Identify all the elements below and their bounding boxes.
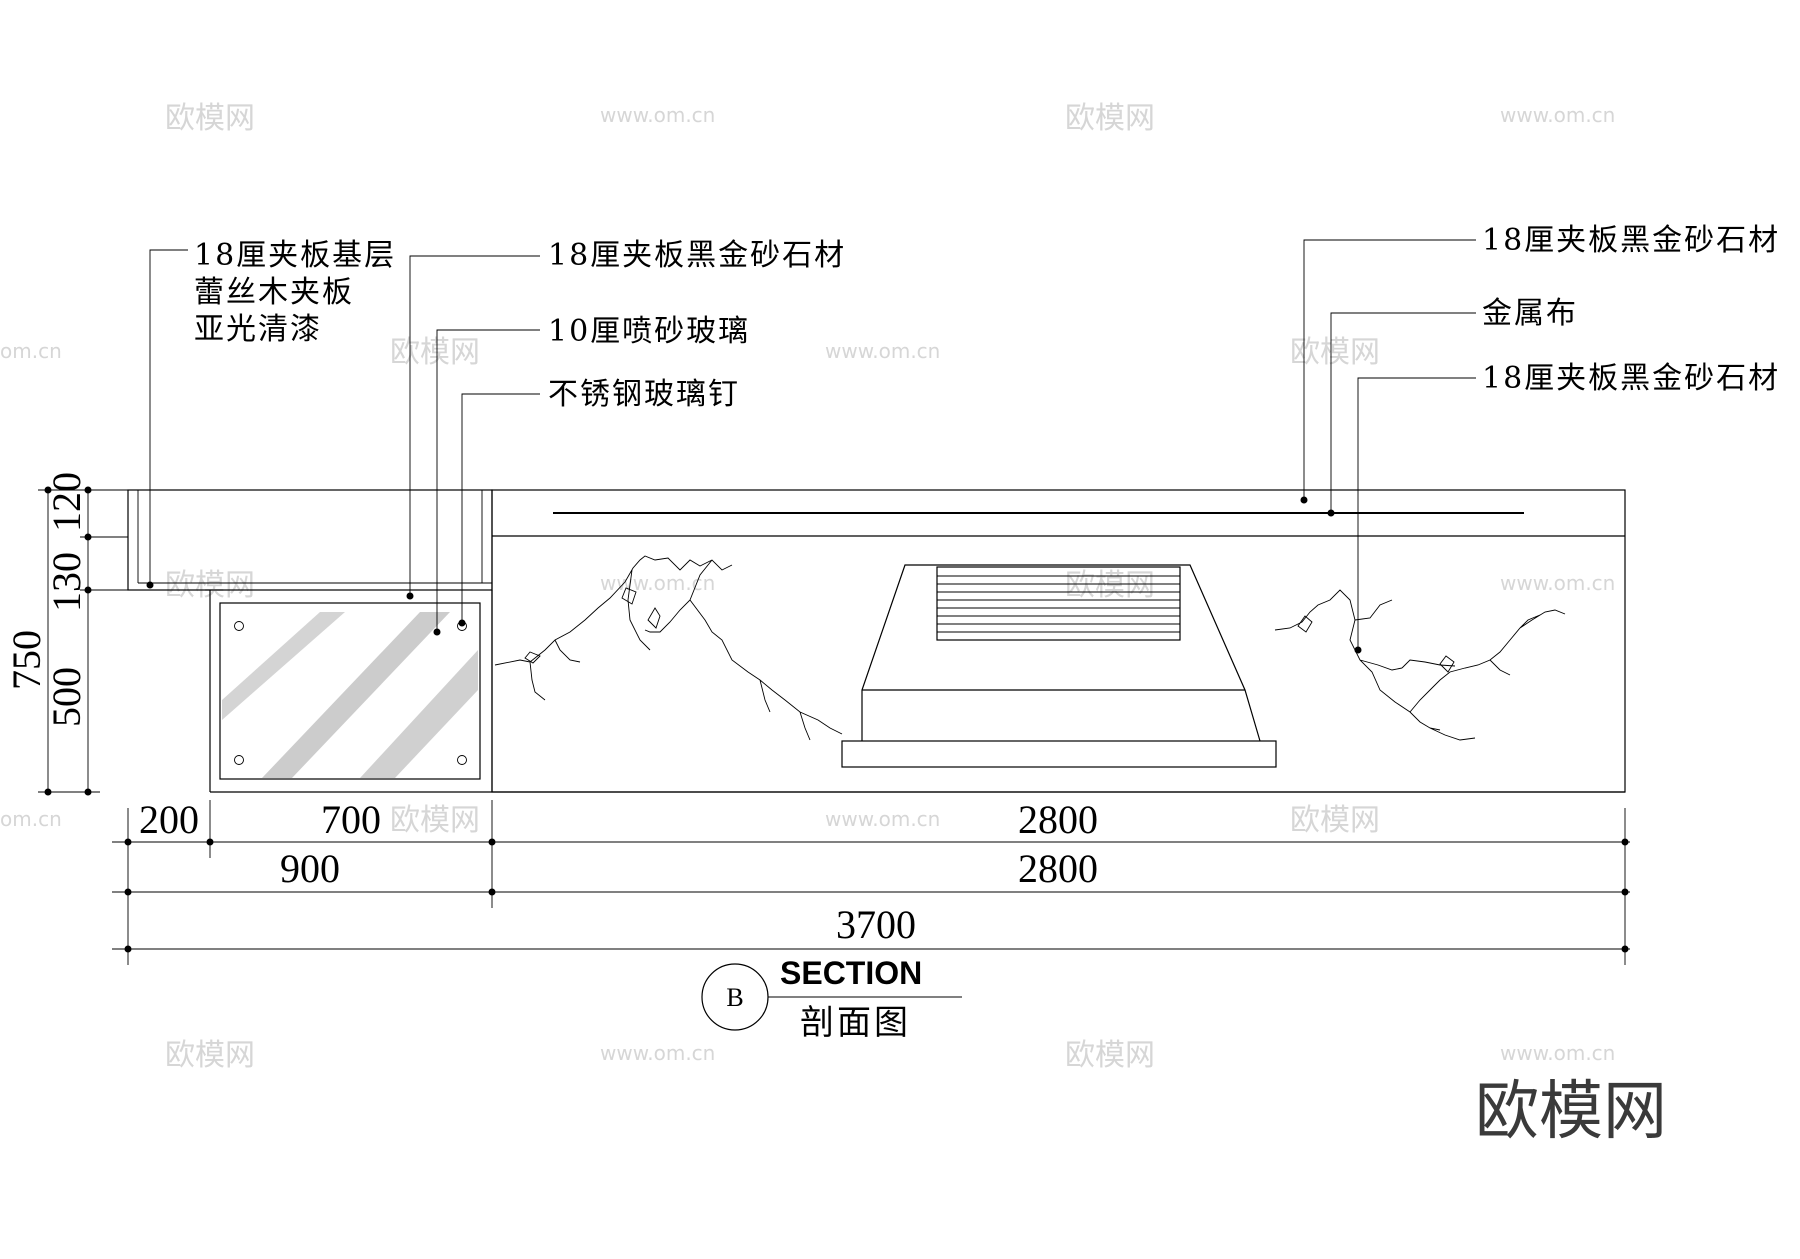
glass-nail bbox=[234, 621, 244, 631]
dim-bottom-500: 500 bbox=[44, 667, 89, 727]
section-title: SECTION bbox=[780, 955, 922, 991]
label-stone-top: 18厘夹板黑金砂石材 bbox=[548, 238, 846, 273]
watermark-layer: 欧模网 www.om.cn 欧模网 www.om.cn om.cn 欧模网 ww… bbox=[0, 101, 1615, 1073]
watermark-url: om.cn bbox=[0, 807, 62, 831]
horizontal-dimensions: 200 700 2800 900 2800 3700 bbox=[112, 797, 1630, 965]
dim-row2-2800: 2800 bbox=[1018, 846, 1098, 891]
unit-grille-slats bbox=[937, 575, 1180, 633]
label-stone-2: 18厘夹板黑金砂石材 bbox=[1482, 361, 1780, 396]
watermark-logo: 欧模网 bbox=[1065, 1038, 1155, 1073]
unit-grille bbox=[936, 566, 1181, 641]
leader-dot bbox=[433, 628, 441, 636]
dim-mid-130: 130 bbox=[44, 552, 89, 612]
section-letter: B bbox=[726, 983, 743, 1012]
sandblasted-glass-panel bbox=[219, 602, 481, 780]
stone-vein-left bbox=[494, 555, 843, 741]
watermark-logo: 欧模网 bbox=[1065, 101, 1155, 136]
leader-stone-1 bbox=[1303, 239, 1476, 500]
section-subtitle: 剖面图 bbox=[800, 1003, 911, 1043]
glass-nail bbox=[234, 755, 244, 765]
elevation bbox=[127, 489, 1626, 793]
dim-row1-2800: 2800 bbox=[1018, 797, 1098, 842]
unit-base bbox=[841, 740, 1277, 768]
watermark-url: www.om.cn bbox=[600, 571, 715, 595]
leaders bbox=[146, 239, 1476, 654]
leader-dot bbox=[406, 592, 414, 600]
vertical-dimensions: 750 120 130 500 bbox=[4, 472, 128, 796]
leader-dot bbox=[1327, 509, 1335, 517]
glass-sandblast-stripes bbox=[222, 612, 478, 778]
dim-row1-200: 200 bbox=[139, 797, 199, 842]
stone-vein-left-detail bbox=[524, 587, 661, 664]
leader-dot bbox=[1354, 646, 1362, 654]
label-glass: 10厘喷砂玻璃 bbox=[548, 314, 750, 349]
label-plywood-base-1: 18厘夹板基层 bbox=[194, 238, 396, 273]
labels-left: 18厘夹板基层 蕾丝木夹板 亚光清漆 18厘夹板黑金砂石材 10厘喷砂玻璃 不锈… bbox=[194, 238, 846, 412]
watermark-url: www.om.cn bbox=[1500, 1041, 1615, 1065]
leader-metal-cloth bbox=[1330, 312, 1476, 513]
watermark-url: www.om.cn bbox=[1500, 103, 1615, 127]
leader-dot bbox=[1300, 496, 1308, 504]
watermark-logo: 欧模网 bbox=[390, 335, 480, 370]
leader-stone-2 bbox=[1357, 377, 1476, 650]
watermark-logo: 欧模网 bbox=[1065, 568, 1155, 603]
labels-right: 18厘夹板黑金砂石材 金属布 18厘夹板黑金砂石材 bbox=[1482, 223, 1780, 396]
watermark-url: www.om.cn bbox=[825, 339, 940, 363]
watermark-url: www.om.cn bbox=[1500, 571, 1615, 595]
right-main-body bbox=[491, 489, 1626, 793]
dim-row3-3700: 3700 bbox=[836, 902, 916, 947]
watermark-url: www.om.cn bbox=[600, 1041, 715, 1065]
watermark-logo: 欧模网 bbox=[390, 803, 480, 838]
glass-nail bbox=[457, 755, 467, 765]
stone-vein-right bbox=[1274, 589, 1566, 741]
leader-glass-nail bbox=[461, 393, 540, 623]
leader-dot bbox=[146, 581, 154, 589]
watermark-logo: 欧模网 bbox=[1290, 803, 1380, 838]
label-plywood-base-3: 亚光清漆 bbox=[194, 312, 322, 347]
dim-row2-900: 900 bbox=[280, 846, 340, 891]
unit-body bbox=[861, 564, 1261, 742]
brand-watermark: 欧模网 bbox=[1475, 1075, 1667, 1149]
dim-row1-700: 700 bbox=[321, 797, 381, 842]
watermark-url: om.cn bbox=[0, 339, 62, 363]
watermark-url: www.om.cn bbox=[825, 807, 940, 831]
dim-top-120: 120 bbox=[44, 472, 89, 532]
center-unit bbox=[841, 564, 1277, 768]
watermark-logo: 欧模网 bbox=[165, 1038, 255, 1073]
watermark-logo: 欧模网 bbox=[1290, 335, 1380, 370]
leader-stone-top bbox=[409, 255, 540, 596]
dim-total-750: 750 bbox=[4, 630, 49, 690]
label-stone-1: 18厘夹板黑金砂石材 bbox=[1482, 223, 1780, 258]
watermark-logo: 欧模网 bbox=[165, 101, 255, 136]
label-plywood-base-2: 蕾丝木夹板 bbox=[194, 275, 354, 310]
stone-vein-right-detail bbox=[1297, 615, 1455, 673]
leader-dot bbox=[458, 619, 466, 627]
section-marker: B SECTION 剖面图 bbox=[701, 955, 962, 1043]
leader-plywood-base bbox=[149, 249, 188, 585]
label-glass-nail: 不锈钢玻璃钉 bbox=[548, 377, 740, 412]
leader-glass bbox=[436, 329, 540, 632]
watermark-url: www.om.cn bbox=[600, 103, 715, 127]
label-metal-cloth: 金属布 bbox=[1482, 296, 1578, 331]
